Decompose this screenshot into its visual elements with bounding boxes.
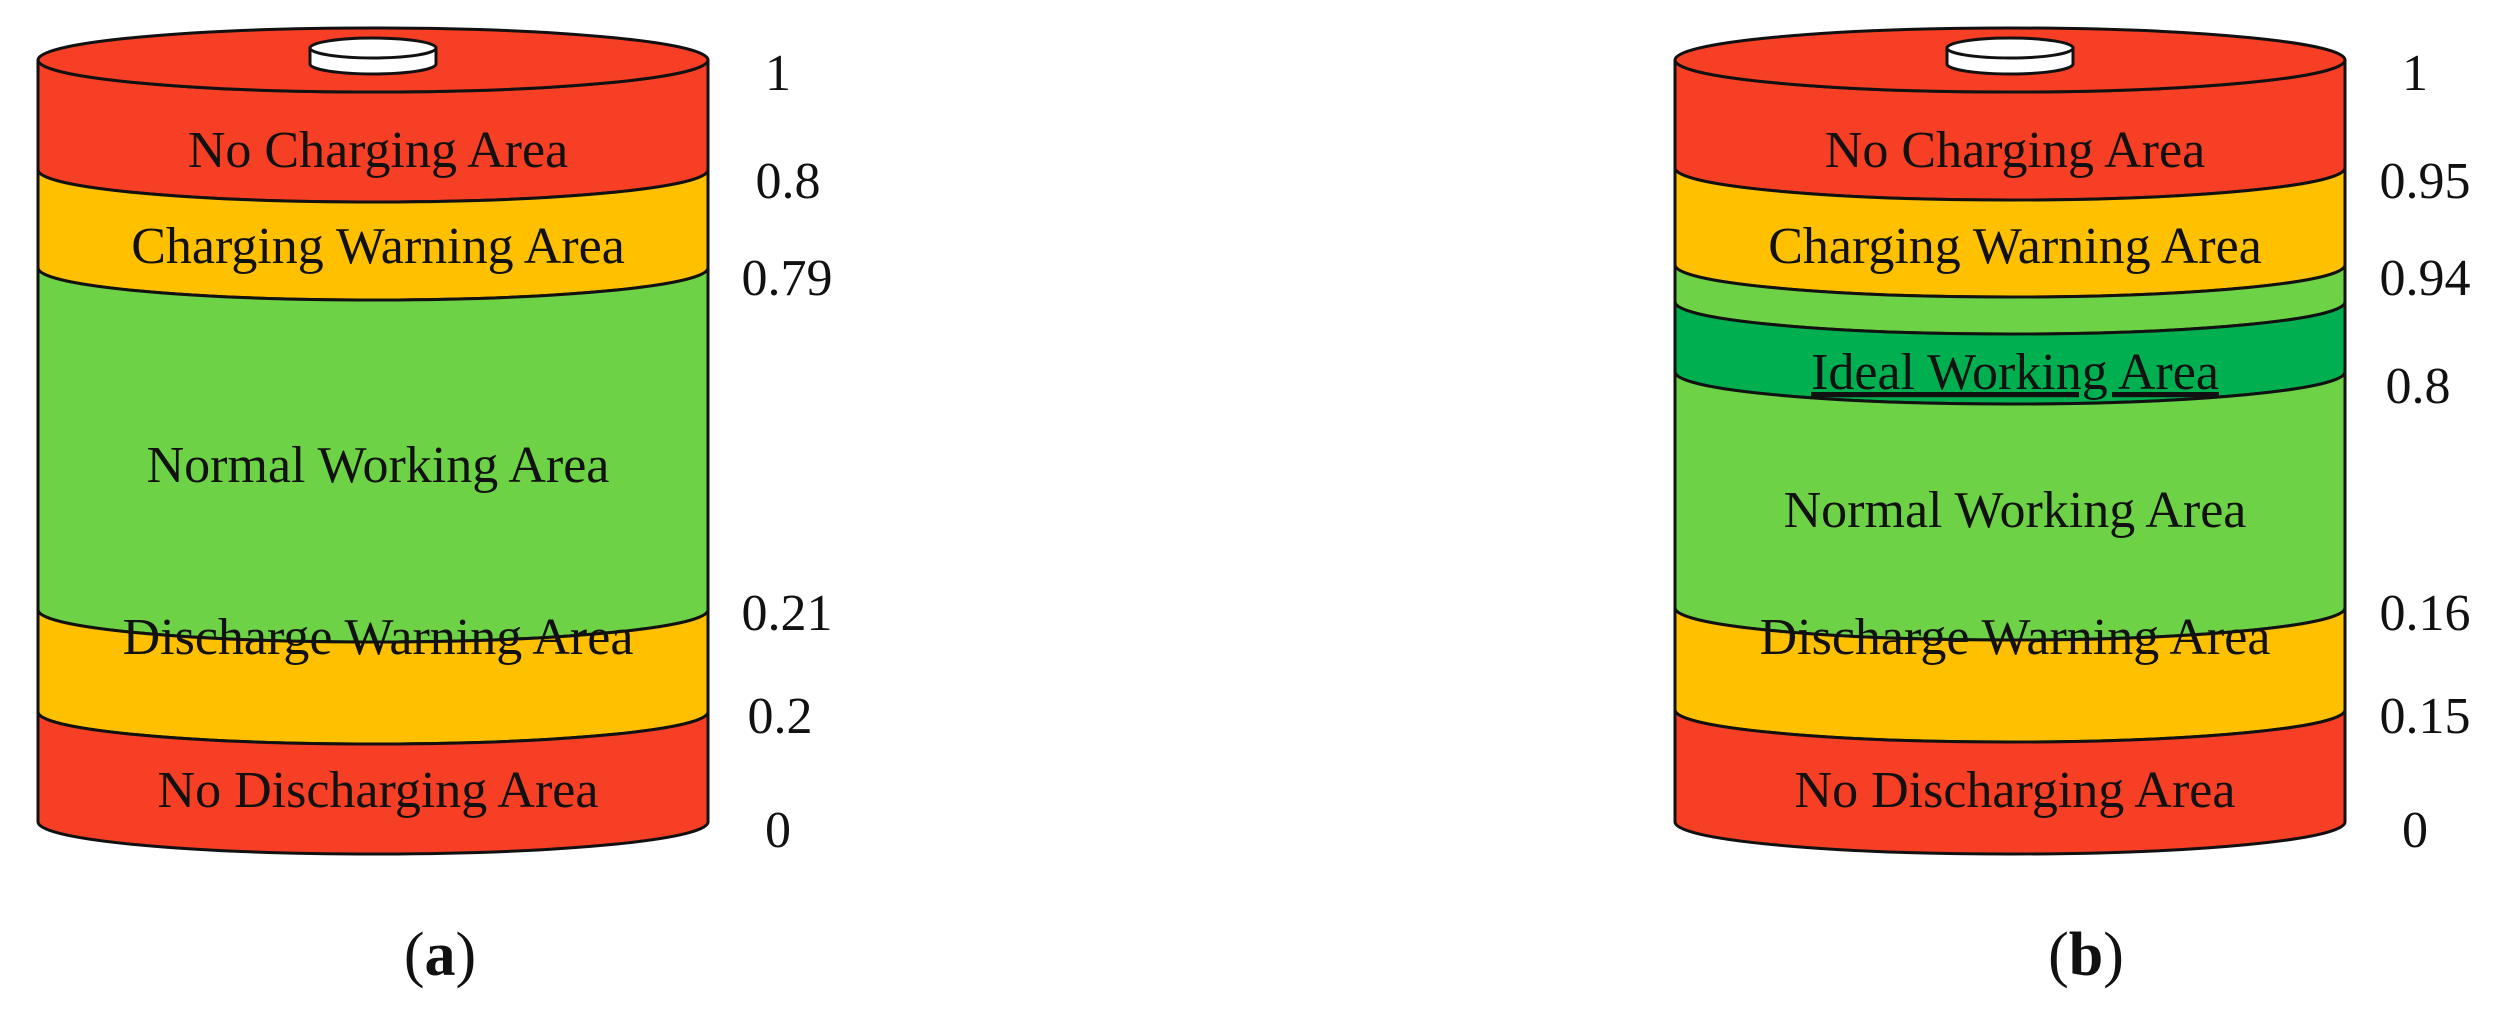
battery-a-caption: (a) [404, 921, 476, 989]
battery-b-label-charging-warning: Charging Warning Area [1768, 218, 2262, 275]
battery-a-label-no-discharging: No Discharging Area [158, 762, 599, 819]
battery-b-tick-0.8: 0.8 [2386, 358, 2451, 415]
battery-a-tick-0.8: 0.8 [756, 153, 821, 210]
battery-b-caption: (b) [2048, 921, 2124, 989]
battery-b-tick-0.15: 0.15 [2380, 688, 2471, 745]
battery-b-caption-letter: b [2069, 921, 2103, 989]
battery-b-label-normal-working: Normal Working Area [1784, 482, 2247, 539]
battery-b-terminal-top [1945, 36, 2075, 60]
battery-a-tick-0: 0 [765, 802, 791, 859]
battery-a-label-no-charging: No Charging Area [188, 122, 568, 179]
battery-a-caption-letter: a [425, 921, 456, 989]
battery-a-tick-0.79: 0.79 [742, 250, 833, 307]
battery-b-band-no-discharging [1673, 709, 2347, 856]
battery-a-tick-1: 1 [765, 45, 791, 102]
battery-b-tick-0.94: 0.94 [2380, 250, 2471, 307]
battery-a-tick-0.21: 0.21 [742, 585, 833, 642]
battery-b-label-ideal-working: Ideal Working Area [1811, 344, 2219, 401]
battery-a-label-discharge-warning: Discharge Warning Area [123, 609, 634, 666]
battery-b-tick-0.95: 0.95 [2380, 153, 2471, 210]
battery-b: No Charging Area Charging Warning Area I… [1673, 26, 2471, 989]
battery-b-tick-0: 0 [2402, 802, 2428, 859]
battery-a-terminal-top [308, 36, 438, 60]
battery-a-label-normal-working: Normal Working Area [147, 437, 610, 494]
battery-a-terminal [308, 36, 438, 76]
battery-a: No Charging Area Charging Warning Area N… [36, 26, 833, 989]
battery-a-label-charging-warning: Charging Warning Area [131, 218, 625, 275]
battery-b-tick-0.16: 0.16 [2380, 585, 2471, 642]
battery-a-tick-0.2: 0.2 [748, 688, 813, 745]
battery-b-terminal [1945, 36, 2075, 76]
battery-b-tick-1: 1 [2402, 45, 2428, 102]
battery-a-band-no-discharging [36, 711, 710, 856]
battery-b-label-no-charging: No Charging Area [1825, 122, 2205, 179]
battery-b-label-discharge-warning: Discharge Warning Area [1760, 609, 2271, 666]
battery-b-label-no-discharging: No Discharging Area [1795, 762, 2236, 819]
